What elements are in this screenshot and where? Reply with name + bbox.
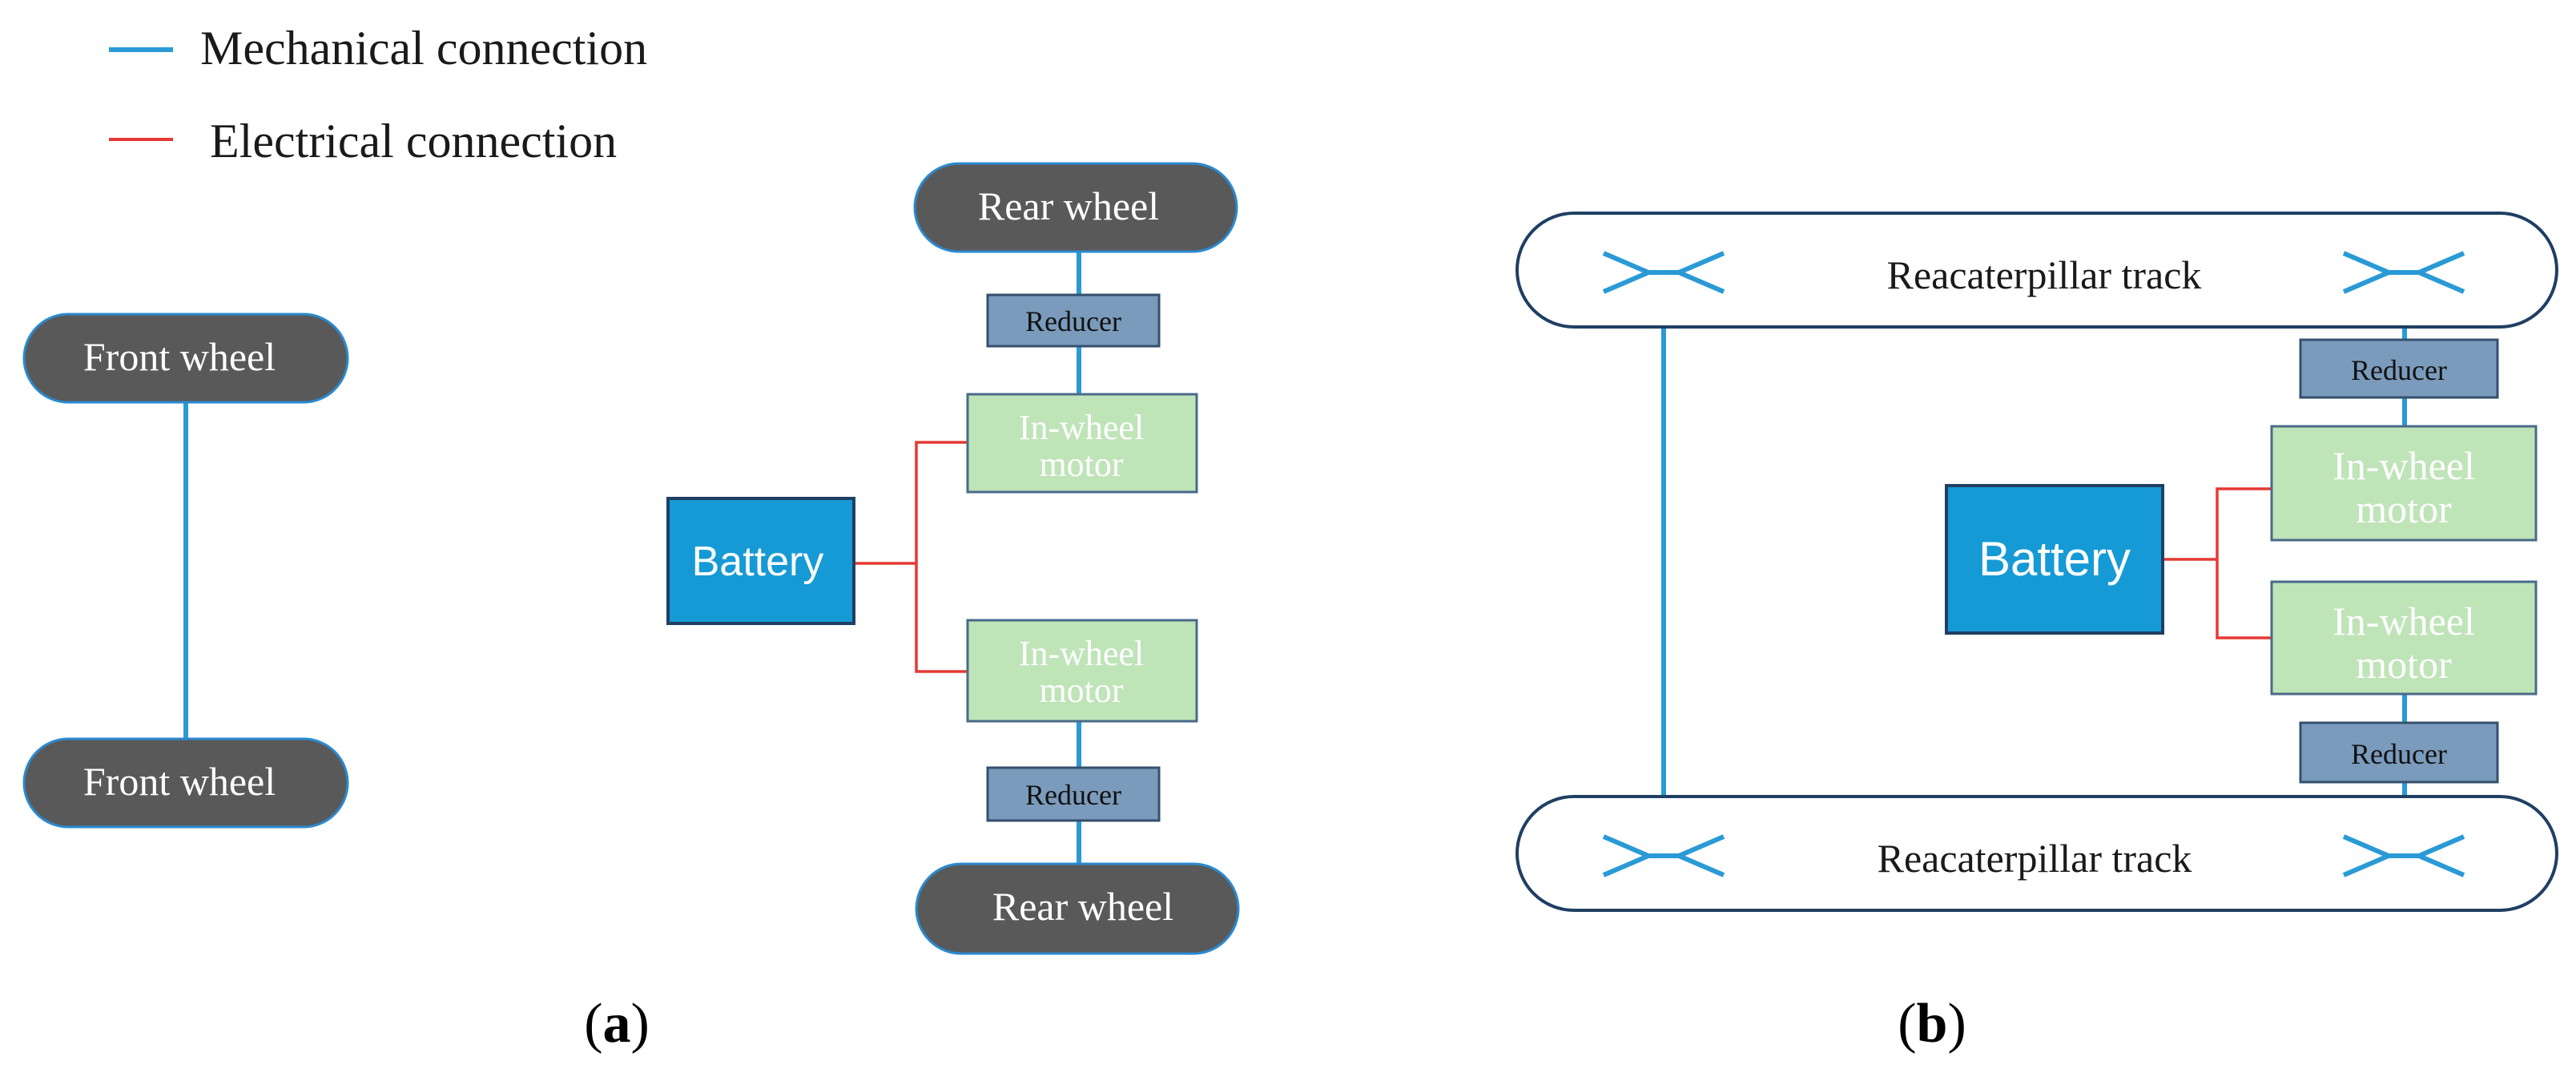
in-wheel-motor-top-a-line2: motor: [1039, 445, 1123, 484]
rear-wheel-top: [913, 162, 1238, 253]
front-wheel-top: [22, 313, 349, 404]
caterpillar-track-bottom-label: Reacaterpillar track: [1878, 836, 2192, 881]
in-wheel-motor-bottom-b-line1: In-wheel: [2332, 599, 2475, 643]
rear-wheel-bottom: [915, 862, 1240, 955]
front-wheel-top-label: Front wheel: [83, 334, 276, 379]
battery-b: [1945, 484, 2164, 635]
caterpillar-track-top-label: Reacaterpillar track: [1887, 252, 2202, 297]
in-wheel-motor-top-a: [966, 393, 1198, 494]
reducer-bottom-a-label: Reducer: [1025, 779, 1121, 811]
in-wheel-motor-top-b-line1: In-wheel: [2332, 443, 2475, 488]
sprocket-icon: [1602, 251, 1725, 294]
battery-a: [666, 497, 855, 625]
caterpillar-track-bottom: [1515, 795, 2558, 912]
legend: Mechanical connection Electrical connect…: [109, 22, 647, 167]
reducer-bottom-b: [2299, 721, 2499, 784]
battery-wiring-b-branch: [2216, 487, 2272, 639]
reducer-top-b-label: Reducer: [2351, 354, 2447, 386]
rear-wheel-top-label: Rear wheel: [978, 184, 1159, 228]
legend-electrical-label: Electrical connection: [210, 115, 617, 167]
legend-mechanical-label: Mechanical connection: [200, 22, 647, 75]
in-wheel-motor-bottom-a-line1: In-wheel: [1019, 634, 1144, 673]
front-wheel-bottom: [22, 737, 349, 829]
in-wheel-motor-bottom-b-line2: motor: [2356, 642, 2452, 687]
panel-a-label: (a): [584, 993, 650, 1055]
battery-b-label: Battery: [1978, 532, 2131, 586]
sprocket-icon: [2342, 834, 2465, 877]
caterpillar-track-top: [1515, 212, 2558, 329]
reducer-bottom-a: [986, 766, 1161, 822]
reducer-top-a: [986, 293, 1161, 348]
front-wheel-bottom-label: Front wheel: [83, 759, 276, 804]
in-wheel-motor-bottom-a: [966, 619, 1198, 723]
battery-a-label: Battery: [692, 538, 824, 585]
rear-wheel-bottom-label: Rear wheel: [992, 884, 1173, 929]
reducer-top-a-label: Reducer: [1025, 305, 1121, 337]
sprocket-icon: [2342, 251, 2465, 294]
in-wheel-motor-top-b-line2: motor: [2356, 486, 2452, 531]
panel-b-label: (b): [1898, 993, 1966, 1055]
reducer-bottom-b-label: Reducer: [2351, 738, 2447, 770]
panel-a: Front wheel Front wheel Rear wheel Reduc…: [22, 162, 1240, 1055]
in-wheel-motor-top-b: [2270, 425, 2538, 542]
in-wheel-motor-bottom-b: [2270, 580, 2538, 696]
sprocket-icon: [1602, 834, 1725, 877]
panel-b: Reacaterpillar track Reacaterpillar trac…: [1515, 212, 2558, 1055]
in-wheel-motor-bottom-a-line2: motor: [1039, 671, 1123, 710]
reducer-top-b: [2299, 338, 2499, 399]
in-wheel-motor-top-a-line1: In-wheel: [1019, 408, 1144, 447]
battery-wiring-a-branch: [915, 441, 968, 673]
